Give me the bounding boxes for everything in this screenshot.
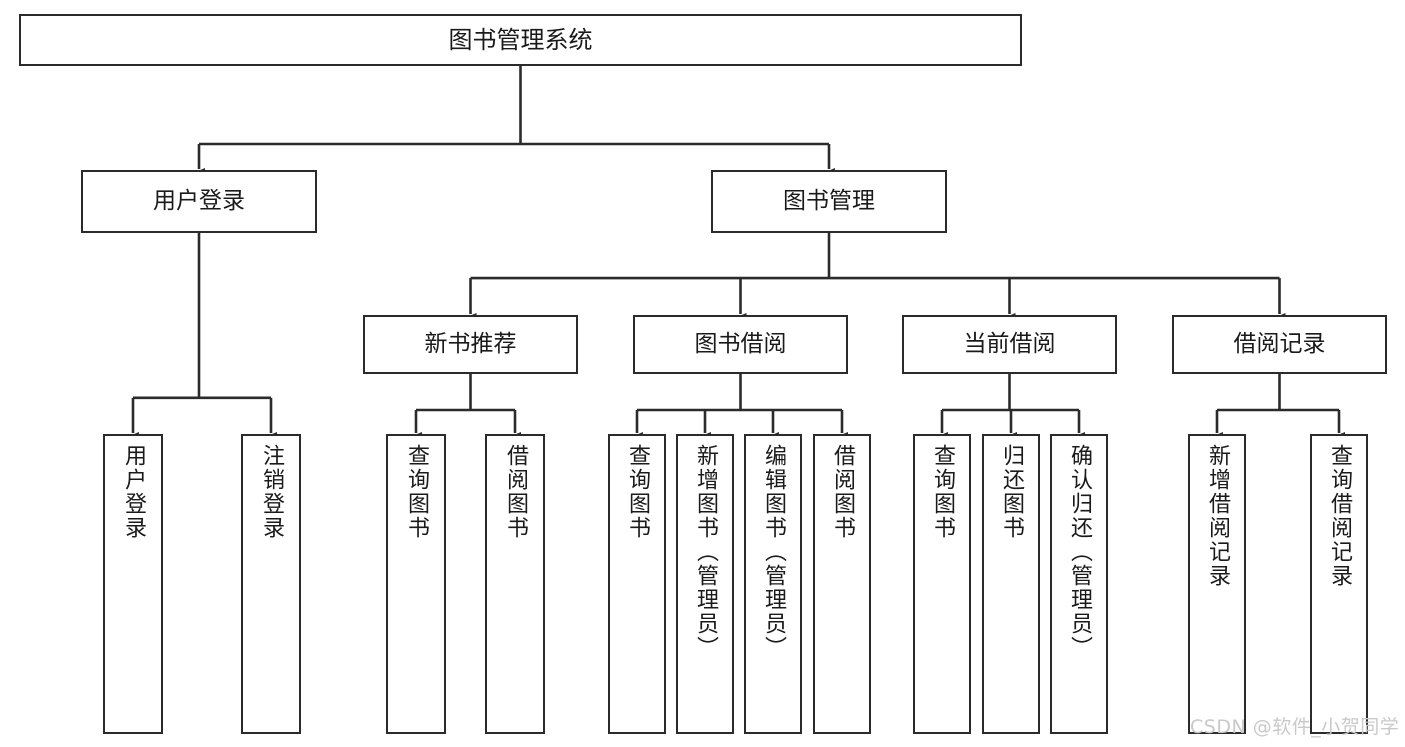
node-label: 用户登录 bbox=[121, 444, 146, 540]
node-label: 归还图书 bbox=[999, 444, 1024, 540]
node-current-borrow[interactable]: 当前借阅 bbox=[902, 315, 1117, 374]
node-borrow-record[interactable]: 借阅记录 bbox=[1172, 315, 1387, 374]
node-leaf-confirm-return[interactable]: 确认归还（管理员） bbox=[1050, 434, 1108, 734]
node-label: 查询图书 bbox=[930, 444, 955, 540]
node-label: 查询图书 bbox=[625, 444, 650, 540]
node-label: 查询图书 bbox=[404, 444, 429, 540]
node-leaf-user-logout[interactable]: 注销登录 bbox=[241, 434, 301, 734]
node-label: 图书借阅 bbox=[694, 330, 787, 357]
node-label: 当前借阅 bbox=[963, 330, 1056, 357]
node-leaf-borrow-book-2[interactable]: 借阅图书 bbox=[813, 434, 871, 734]
node-label: 新增图书（管理员） bbox=[693, 444, 718, 660]
node-root[interactable]: 图书管理系统 bbox=[19, 14, 1022, 66]
node-book-manage[interactable]: 图书管理 bbox=[711, 170, 947, 233]
node-label: 确认归还（管理员） bbox=[1067, 444, 1092, 660]
node-label: 新增借阅记录 bbox=[1205, 444, 1230, 588]
node-label: 查询借阅记录 bbox=[1327, 444, 1352, 588]
node-label: 借阅记录 bbox=[1233, 330, 1326, 357]
node-leaf-query-book-1[interactable]: 查询图书 bbox=[386, 434, 446, 734]
node-leaf-borrow-book-1[interactable]: 借阅图书 bbox=[485, 434, 545, 734]
node-leaf-query-book-3[interactable]: 查询图书 bbox=[913, 434, 971, 734]
node-label: 新书推荐 bbox=[424, 330, 517, 357]
node-leaf-edit-book[interactable]: 编辑图书（管理员） bbox=[744, 434, 802, 734]
node-label: 借阅图书 bbox=[503, 444, 528, 540]
node-label: 编辑图书（管理员） bbox=[761, 444, 786, 660]
node-leaf-return-book[interactable]: 归还图书 bbox=[982, 434, 1040, 734]
node-leaf-add-book[interactable]: 新增图书（管理员） bbox=[676, 434, 734, 734]
csdn-watermark: CSDN @软件_小贺同学 bbox=[1190, 716, 1400, 738]
node-user-login[interactable]: 用户登录 bbox=[81, 170, 317, 233]
node-label: 注销登录 bbox=[259, 444, 284, 540]
node-book-borrow[interactable]: 图书借阅 bbox=[633, 315, 848, 374]
node-leaf-query-record[interactable]: 查询借阅记录 bbox=[1310, 434, 1368, 734]
node-leaf-query-book-2[interactable]: 查询图书 bbox=[608, 434, 666, 734]
node-leaf-user-login[interactable]: 用户登录 bbox=[103, 434, 163, 734]
node-label: 图书管理系统 bbox=[448, 25, 593, 54]
node-new-book-recommend[interactable]: 新书推荐 bbox=[363, 315, 578, 374]
node-label: 用户登录 bbox=[153, 187, 245, 214]
node-label: 图书管理 bbox=[783, 187, 875, 214]
node-label: 借阅图书 bbox=[830, 444, 855, 540]
node-leaf-add-record[interactable]: 新增借阅记录 bbox=[1188, 434, 1246, 734]
